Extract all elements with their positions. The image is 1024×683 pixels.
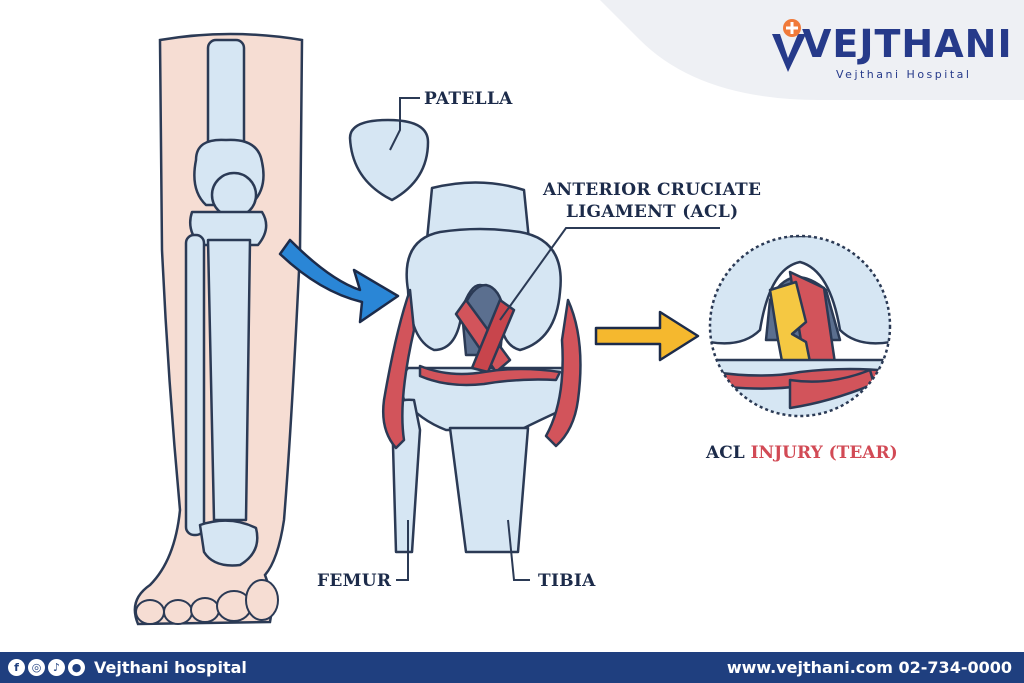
toes	[135, 579, 279, 625]
patella-leader	[389, 97, 420, 151]
knee-anatomy-diagram	[133, 0, 1024, 626]
footer-bar: f ◎ ♪ ● Vejthani hospital www.vejthani.c…	[0, 652, 1024, 683]
leg-bones	[184, 38, 268, 567]
acl-label-line1: ANTERIOR CRUCIATE	[543, 180, 762, 200]
logo-cross-icon	[772, 19, 806, 72]
patella-bone	[348, 118, 430, 202]
acl-injury-prefix: ACL	[706, 443, 745, 463]
blue-arrow-icon	[278, 238, 400, 324]
acl-tear-zoom	[708, 234, 892, 418]
patella-label: PATELLA	[424, 89, 513, 109]
footer-contact: www.vejthani.com 02-734-0000	[727, 658, 1012, 677]
logo-banner	[600, 0, 1024, 100]
tibia-label: TIBIA	[538, 571, 596, 591]
tiktok-icon[interactable]: ♪	[48, 659, 65, 676]
femur-leader	[396, 520, 409, 581]
acl-injury-highlight: INJURY (TEAR)	[750, 443, 898, 463]
knee-joint	[382, 181, 582, 554]
line-icon[interactable]: ●	[68, 659, 85, 676]
logo-subtitle: Vejthani Hospital	[836, 68, 972, 81]
footer-phone[interactable]: 02-734-0000	[898, 658, 1012, 677]
tibia-leader	[507, 519, 530, 581]
femur-label: FEMUR	[317, 571, 392, 591]
yellow-arrow-icon	[594, 310, 700, 362]
instagram-icon[interactable]: ◎	[28, 659, 45, 676]
acl-injury-caption: ACL INJURY (TEAR)	[706, 443, 898, 463]
social-icons: f ◎ ♪ ●	[8, 659, 85, 676]
acl-label-line2: LIGAMENT (ACL)	[566, 202, 739, 222]
facebook-icon[interactable]: f	[8, 659, 25, 676]
logo-wordmark: VEJTHANI	[802, 22, 1013, 66]
footer-website[interactable]: www.vejthani.com	[726, 658, 893, 677]
footer-brand-name: Vejthani hospital	[94, 658, 247, 677]
vejthani-logo: VEJTHANI Vejthani Hospital	[770, 16, 1012, 86]
acl-leader	[499, 227, 720, 321]
